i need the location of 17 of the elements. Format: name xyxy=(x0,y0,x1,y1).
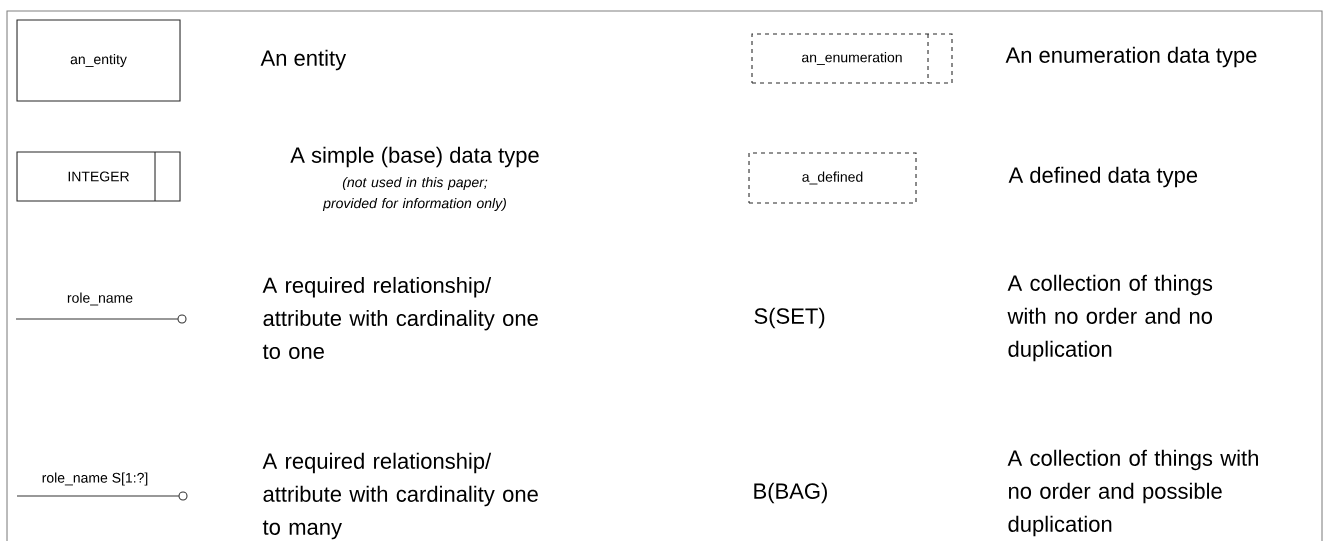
description-text: An enumeration data type xyxy=(1005,46,1257,68)
description-text: An entity xyxy=(260,49,347,71)
description-text: A collection of things with no order and possible duplication xyxy=(1007,449,1258,537)
aggregation-label: B(BAG) xyxy=(754,482,827,504)
simple-type-box: INTEGER xyxy=(16,151,181,202)
role-name-label: role_name S[1:?] xyxy=(42,472,148,486)
role-name-label: role_name xyxy=(67,292,133,306)
description-text: A required relationship/ attribute with cardinality one to one xyxy=(262,276,538,360)
description-text: A simple (base) data type xyxy=(290,146,539,168)
description-text: A required relationship/ attribute with cardinality one to many xyxy=(262,452,538,540)
note-text: (not used in this paper; provided for information only) xyxy=(322,176,506,211)
description-text: A defined data type xyxy=(1008,166,1198,188)
aggregation-label: S(SET) xyxy=(754,307,825,329)
enumeration-type-box: an_enumeration xyxy=(751,33,953,84)
defined-type-box: a_defined xyxy=(748,152,917,204)
entity-box: an_entity xyxy=(16,19,181,102)
description-text: A collection of things with no order and no duplication xyxy=(1007,274,1213,362)
